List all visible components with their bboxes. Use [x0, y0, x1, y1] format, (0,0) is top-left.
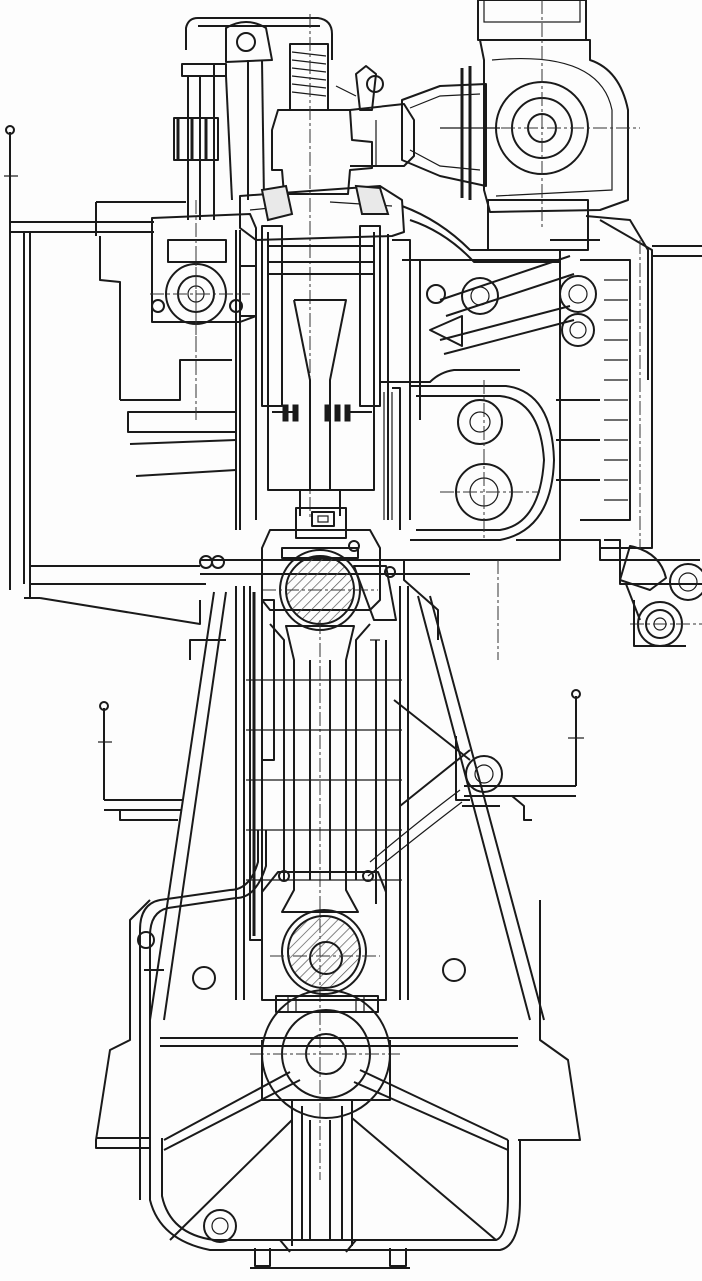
bedplate [95, 899, 581, 1269]
side-platforms [98, 689, 584, 821]
cylinder-cover [239, 185, 405, 241]
charge-air-cooler-housing [420, 219, 702, 585]
crosshead-pin [295, 507, 347, 539]
crosshead-guides [24, 540, 702, 647]
connecting-rod [269, 620, 371, 1180]
cylinder-head-and-liner [235, 184, 421, 530]
exhaust-valve-gear [185, 14, 415, 520]
fuel-pump-and-camshaft [150, 59, 265, 340]
lube-oil-pipe [137, 830, 267, 1200]
piston [267, 245, 375, 491]
piping-linkage [401, 205, 597, 355]
auxiliary-blower-top [457, 399, 503, 445]
compressor-inlet [401, 83, 487, 187]
turbocharger [401, 0, 649, 380]
crankshaft [250, 870, 400, 1119]
scavenge-air-receiver [380, 369, 555, 541]
crankpin [287, 915, 361, 989]
upper-platform [4, 125, 702, 590]
